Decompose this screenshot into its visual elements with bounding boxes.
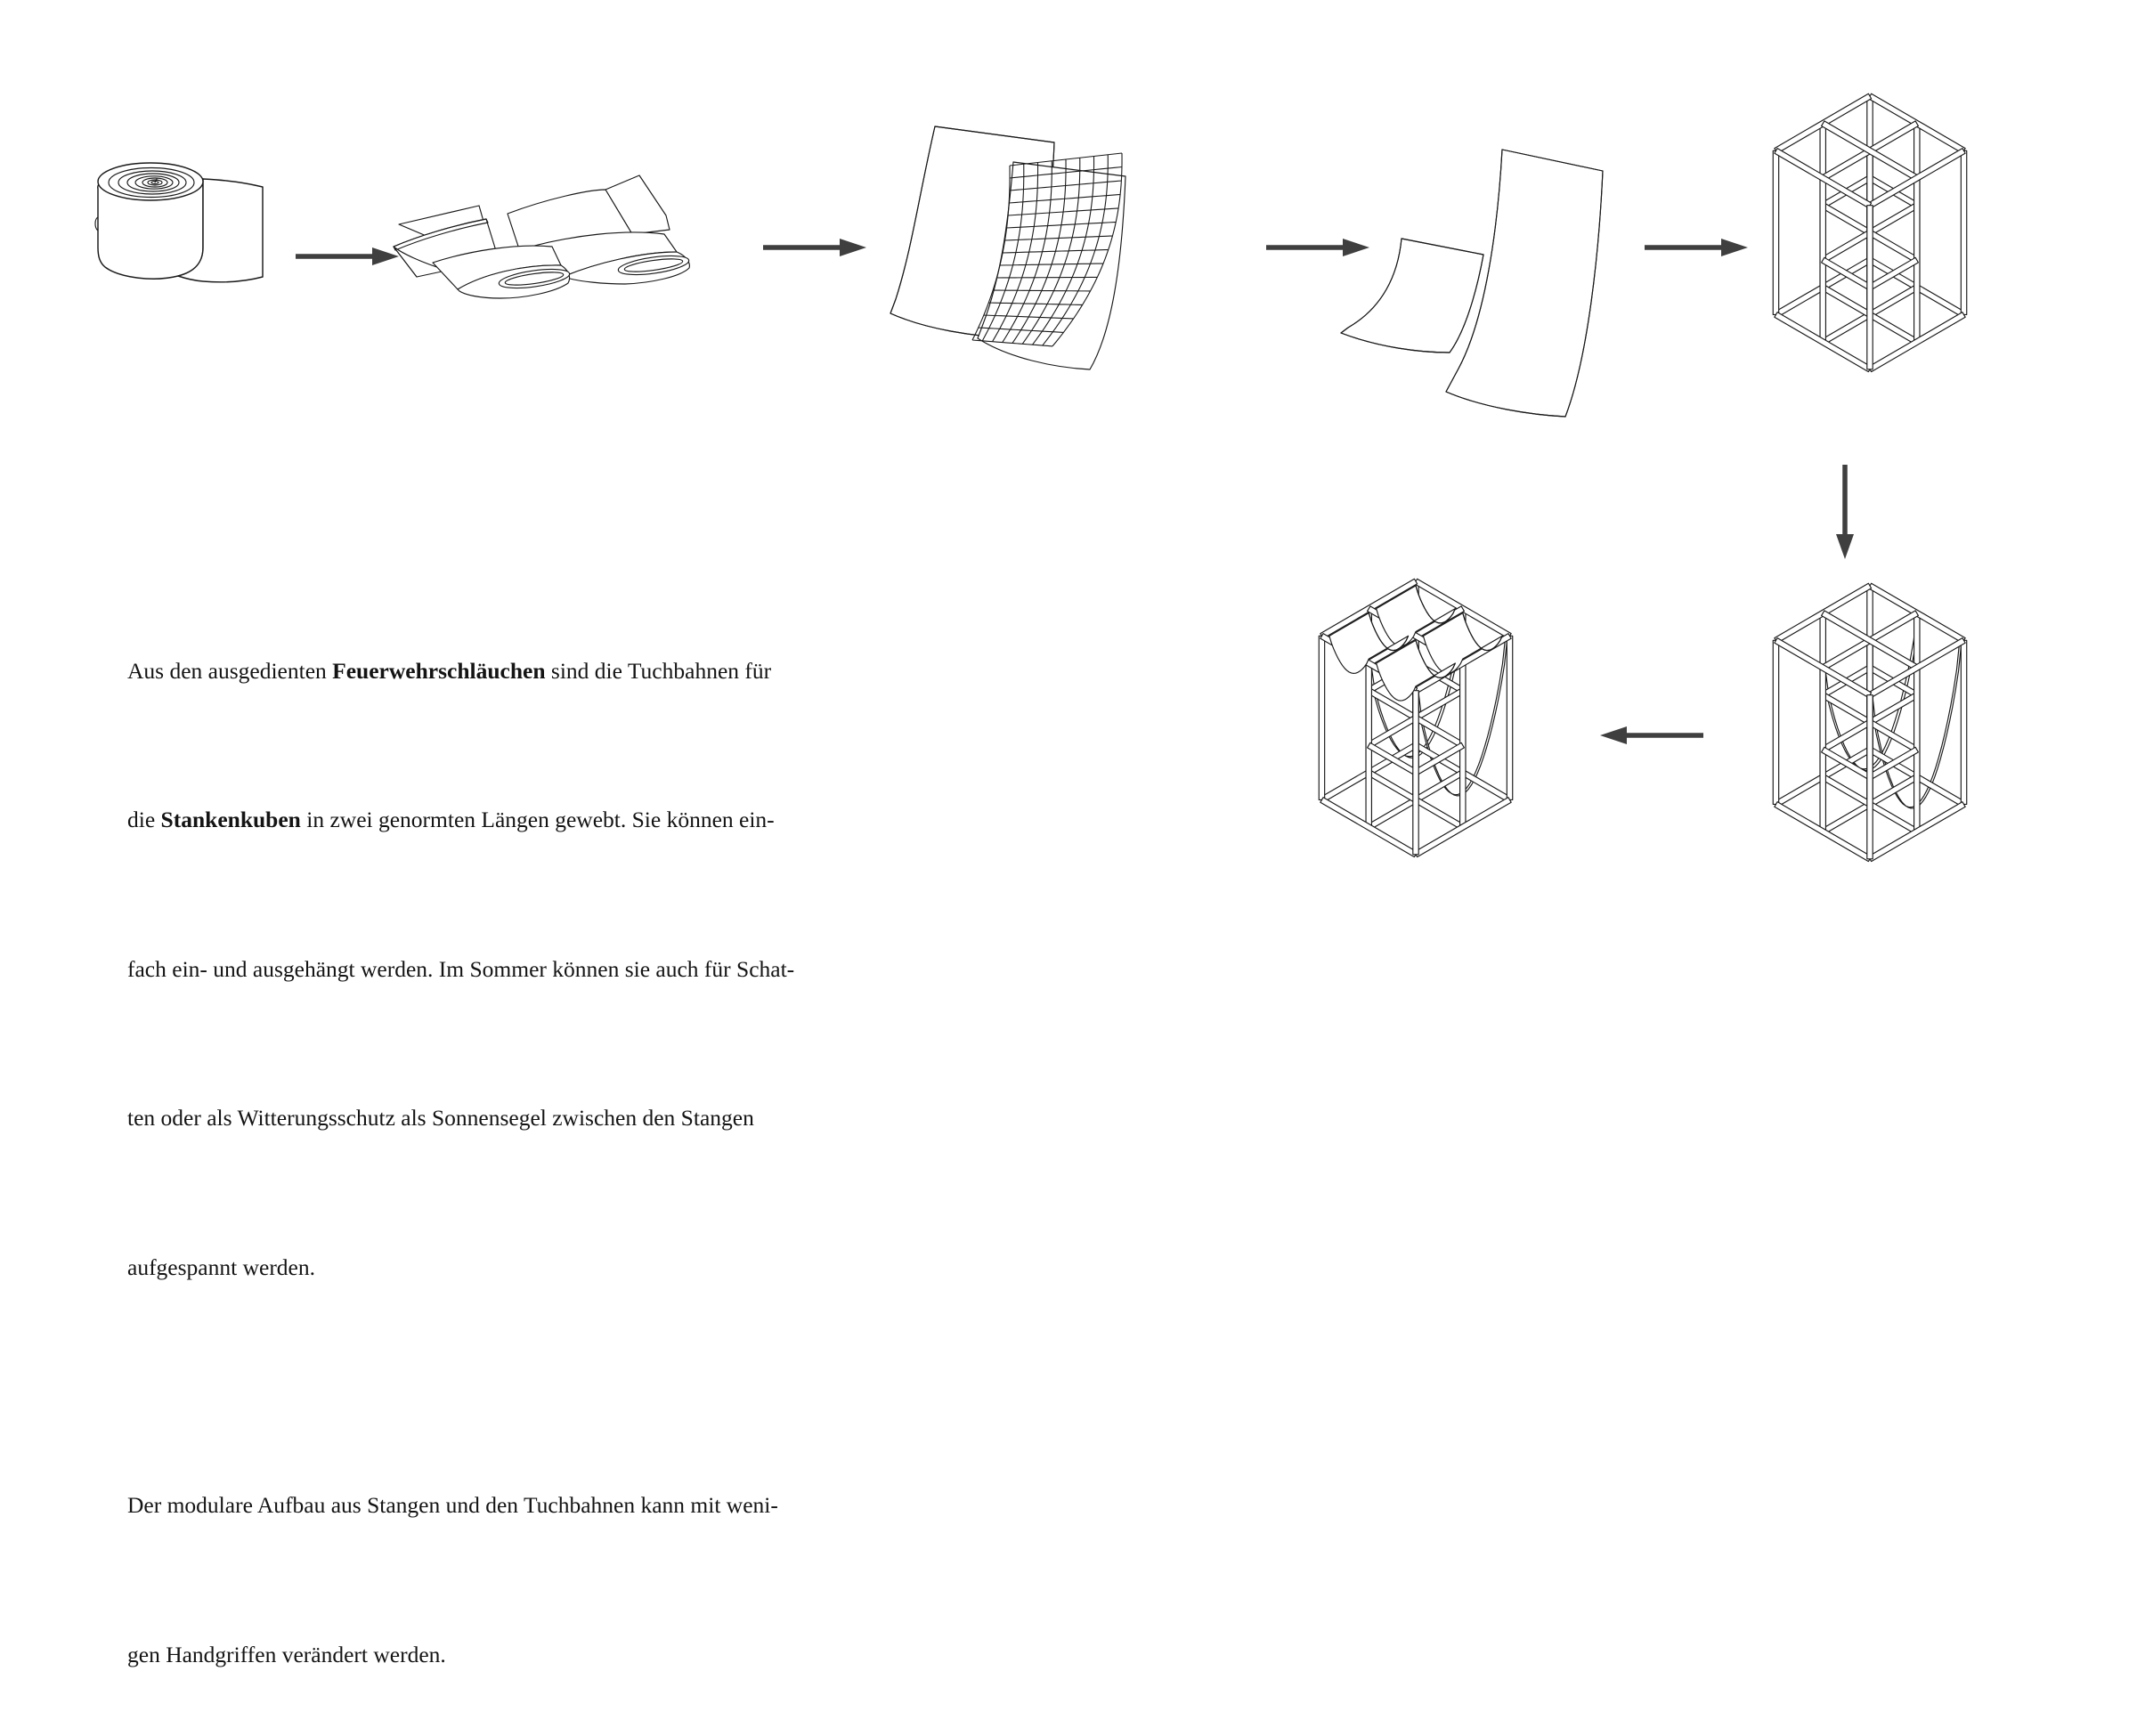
step-woven-cloth-panel — [890, 116, 1247, 418]
caption-text: gen Handgriffen verändert werden. — [127, 1642, 446, 1667]
caption-text: Der modulare Aufbau aus Stangen und den … — [127, 1492, 778, 1518]
caption-text: Aus den ausgedienten — [127, 658, 332, 684]
caption-line: fach ein- und ausgehängt werden. Im Somm… — [82, 924, 901, 1014]
step-rolled-fire-hose — [89, 142, 294, 303]
caption-bold-term: Stankenkuben — [161, 807, 301, 832]
caption-paragraph-2: Der modulare Aufbau aus Stangen und den … — [82, 1401, 901, 1736]
step-cloth-panels-two-lengths — [1327, 125, 1621, 418]
caption-line: gen Handgriffen verändert werden. — [82, 1610, 901, 1699]
caption-line: ten oder als Witterungsschutz als Sonnen… — [82, 1074, 901, 1164]
arrow-step5-to-step6 — [1830, 463, 1860, 561]
caption-line: Der modulare Aufbau aus Stangen und den … — [82, 1461, 901, 1551]
caption-bold-term: Feuerwehrschläuchen — [332, 658, 545, 684]
arrow-step6-to-step7 — [1598, 721, 1705, 750]
step-empty-pole-cube-frame — [1692, 62, 2048, 418]
caption-text: ten oder als Witterungsschutz als Sonnen… — [127, 1105, 754, 1131]
caption-paragraph-1: Aus den ausgedienten Feuerwehrschläuchen… — [82, 566, 901, 1372]
step-cube-with-hanging-cloth — [1692, 552, 2048, 908]
caption-text: fach ein- und ausgehängt werden. Im Somm… — [127, 956, 794, 982]
caption-line: aufgespannt werden. — [82, 1222, 901, 1312]
caption-block: Aus den ausgedienten Feuerwehrschläuchen… — [82, 566, 901, 1736]
caption-text: in zwei genormten Längen gewebt. Sie kön… — [301, 807, 775, 832]
illustration-canvas: Aus den ausgedienten Feuerwehrschläuchen… — [0, 0, 2137, 868]
arrow-step2-to-step3 — [761, 233, 868, 262]
caption-text: aufgespannt werden. — [127, 1254, 315, 1280]
caption-text: die — [127, 807, 161, 832]
caption-text: sind die Tuchbahnen für — [546, 658, 772, 684]
step-cube-with-sun-sail-roof — [1238, 548, 1594, 904]
caption-line: die Stankenkuben in zwei genormten Länge… — [82, 775, 901, 865]
caption-line: Aus den ausgedienten Feuerwehrschläuchen… — [82, 626, 901, 716]
step-flattened-hose-sections — [383, 165, 739, 312]
